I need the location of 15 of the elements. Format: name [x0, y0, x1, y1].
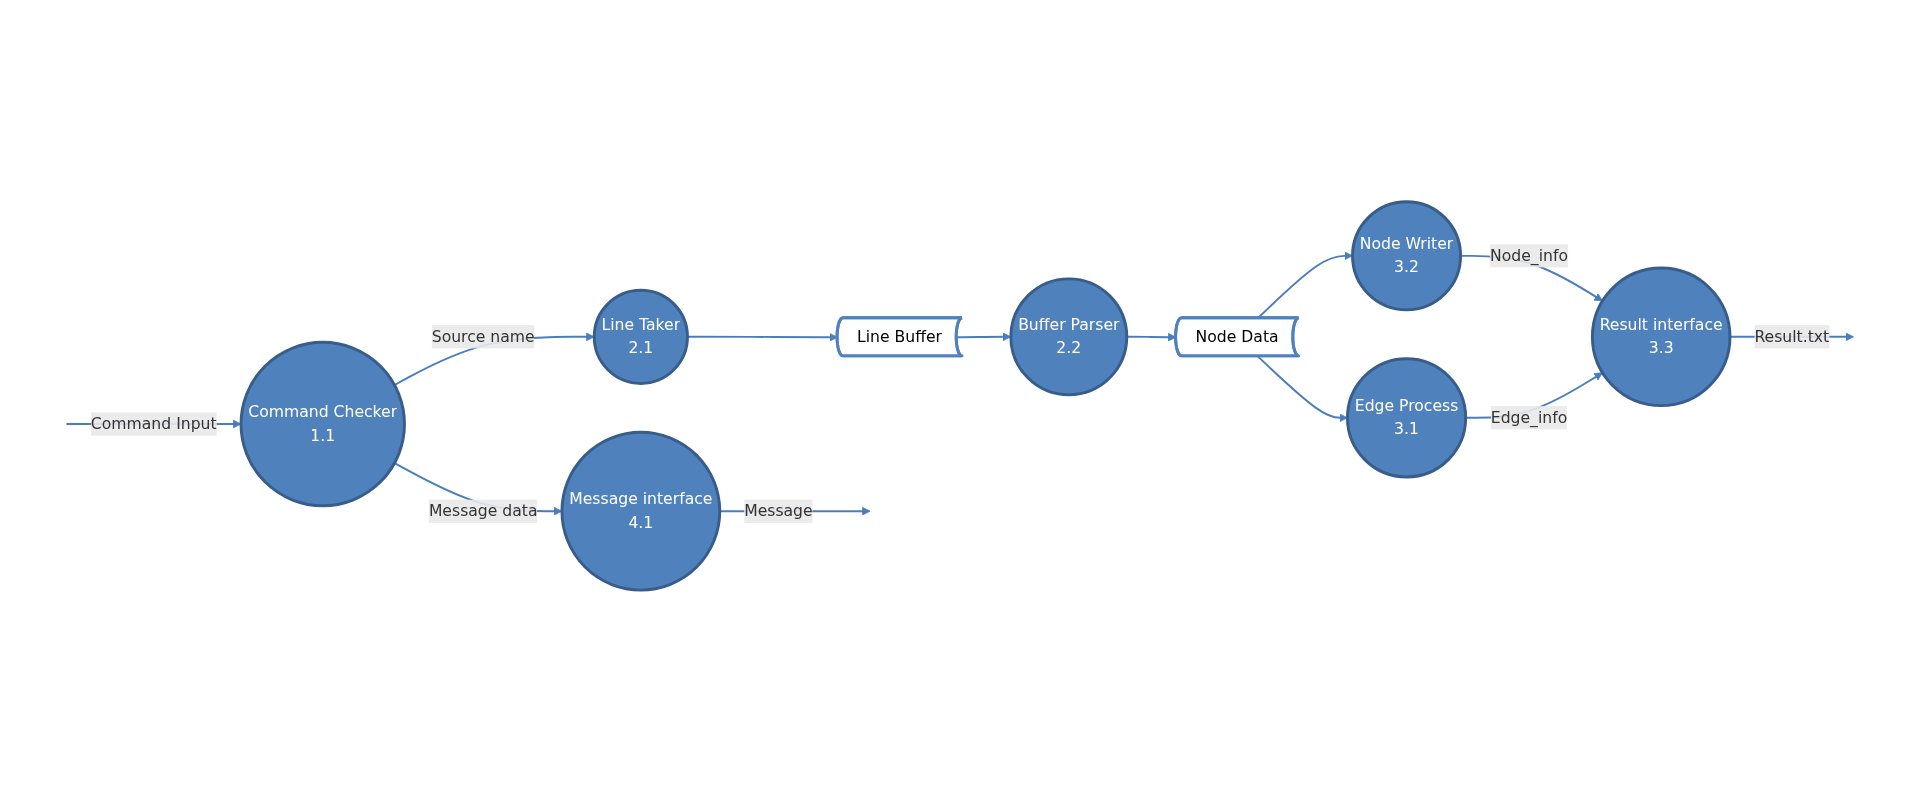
edge-label: Message: [744, 501, 813, 521]
edge-label: Edge_info: [1490, 408, 1568, 427]
node-circle: Result interface 3.3: [1590, 266, 1732, 408]
edge-label: Command Input: [90, 414, 217, 433]
node-circle: Line Taker 2.1: [592, 288, 689, 385]
node-circle: Edge Process 3.1: [1345, 357, 1468, 479]
edge-label: Message data: [428, 501, 538, 521]
edge-label: Result.txt: [1754, 327, 1830, 346]
node-circle: Buffer Parser 2.2: [1009, 277, 1129, 397]
arrow: [1256, 355, 1348, 423]
node-circle: Command Checker 1.1: [239, 340, 406, 508]
node-circle: Message interface 4.1: [560, 430, 722, 592]
edge-label: Node_info: [1490, 246, 1568, 265]
node-circle: Node Writer 3.2: [1351, 200, 1463, 312]
edge-label: Source name: [431, 327, 535, 346]
